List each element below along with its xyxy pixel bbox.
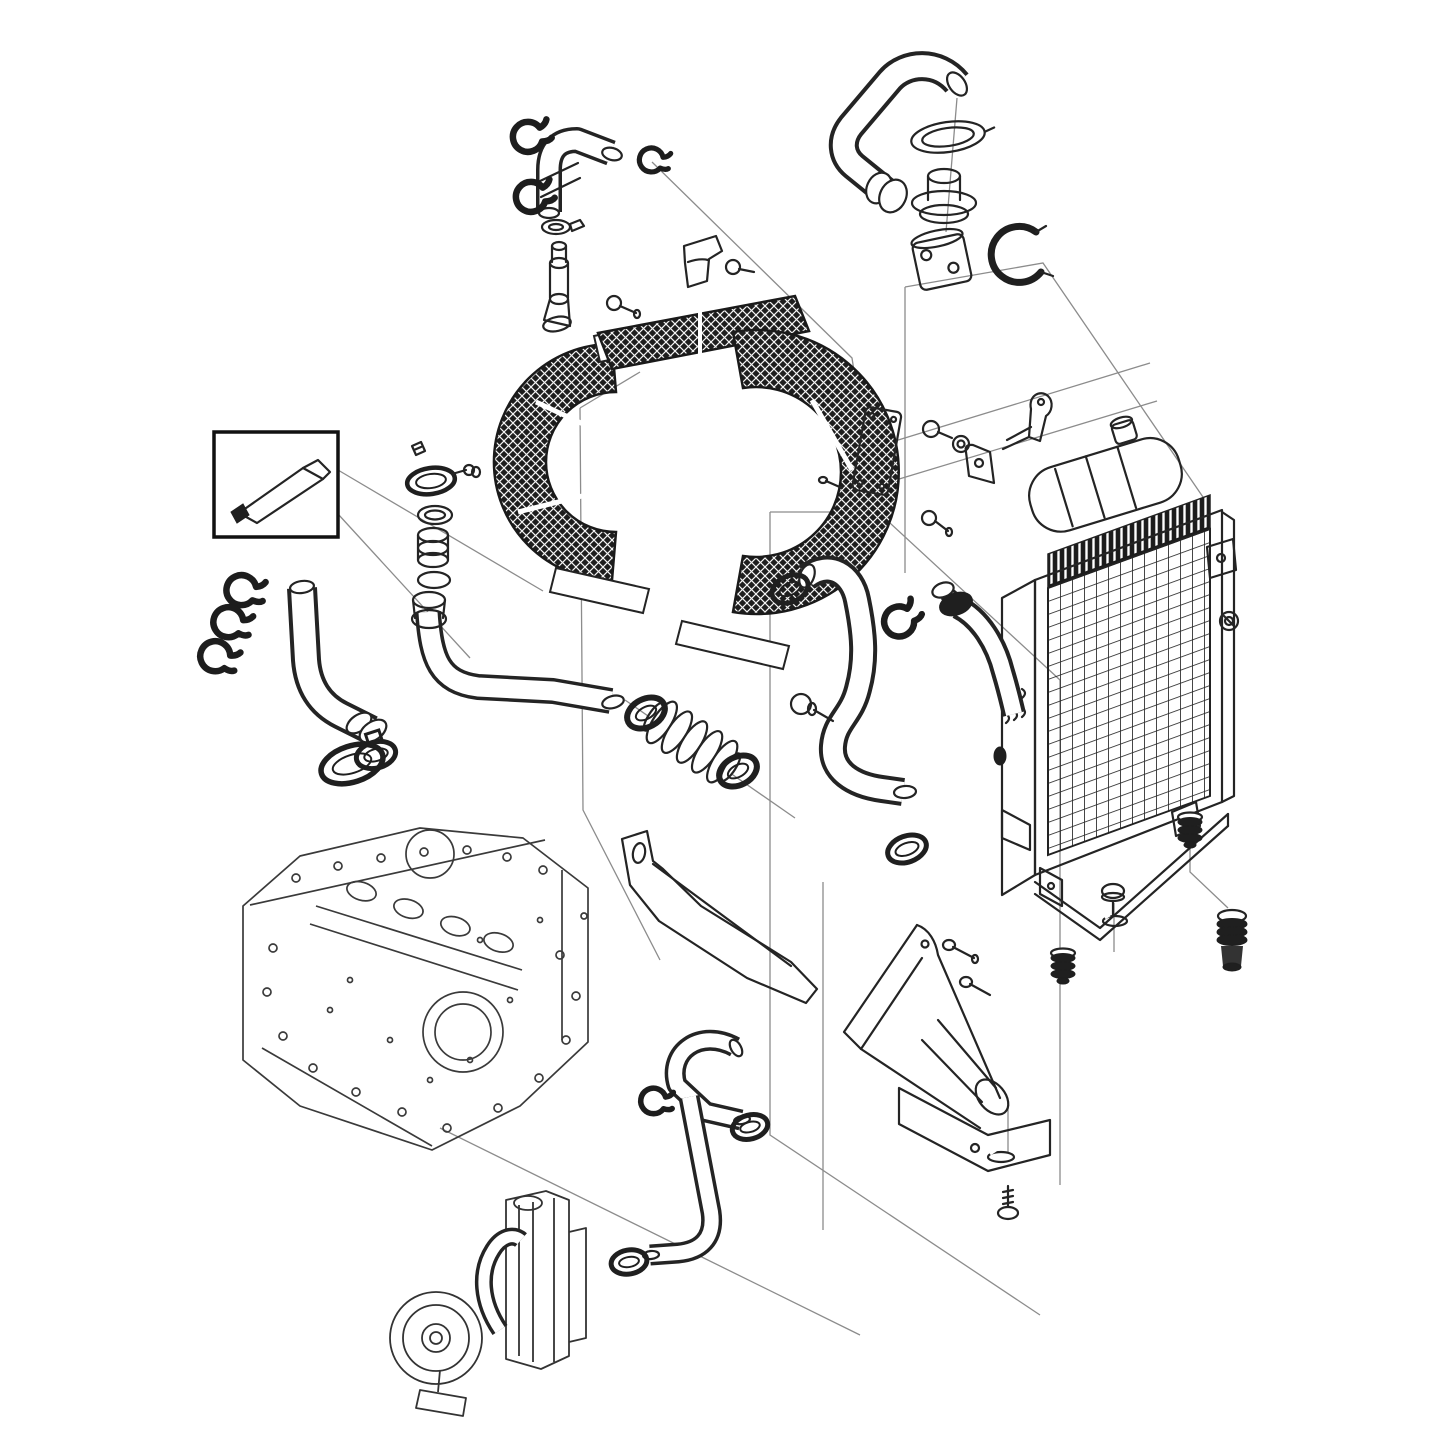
- clip-32: [509, 116, 555, 156]
- clip-26-bottom: [637, 1085, 677, 1117]
- bolt-10: [941, 938, 980, 965]
- bracket-14: [1001, 392, 1053, 451]
- funnel-19: [682, 234, 724, 289]
- bolt-18: [921, 419, 954, 440]
- clip-26-center: [880, 595, 926, 640]
- bolt-11: [958, 975, 992, 997]
- thermostat-group: [910, 120, 1055, 291]
- mount-23-b: [1049, 947, 1077, 985]
- fan-shroud-left: [492, 324, 651, 615]
- mount-22: [1216, 908, 1248, 972]
- clamp-27-a: [769, 572, 811, 606]
- bolt-49-b: [724, 258, 756, 276]
- washer-20-b: [986, 1148, 1016, 1164]
- bolt-9: [789, 692, 835, 723]
- pin-17: [817, 475, 844, 490]
- bolt-6: [996, 1184, 1020, 1221]
- clamp-ring-47: [910, 120, 996, 154]
- thermostat: [910, 167, 978, 225]
- bolt-16: [920, 509, 954, 538]
- sleeve-42: [416, 526, 450, 569]
- sealant-box-44: [212, 430, 340, 539]
- washer-20-a: [1101, 913, 1129, 928]
- mount-23-a: [1176, 811, 1204, 849]
- engine-block-illustration: [242, 827, 589, 1151]
- reservoir-tank: [1028, 415, 1183, 533]
- o-ring-43-a: [416, 504, 454, 526]
- hoses: [287, 51, 1026, 1266]
- clip-26-left-2: [210, 603, 257, 641]
- bracket-13: [842, 923, 1052, 1173]
- radiator-plug-21: [1218, 610, 1240, 632]
- screw-38: [450, 463, 482, 479]
- ring-clamps: [318, 465, 929, 1277]
- fan-shroud-right: [596, 294, 900, 671]
- hose-36-connector: [410, 590, 448, 630]
- small-parts: [212, 218, 1248, 1221]
- plate-15: [851, 406, 903, 496]
- clamp-37-b: [716, 752, 760, 790]
- clip-26-left-1: [223, 571, 269, 609]
- clamp-27-c: [885, 832, 929, 866]
- o-ring-43-b: [416, 570, 452, 590]
- radiator-core-mesh: [1047, 527, 1211, 857]
- seal-stack: [410, 504, 454, 630]
- clamp-25: [318, 728, 386, 787]
- bellows-hose-41: [642, 700, 742, 784]
- plug-8: [1100, 882, 1126, 917]
- clamp-27-b: [353, 738, 399, 772]
- radiator-assembly: [993, 494, 1240, 942]
- radiator-lower-bracket: [1000, 808, 1032, 852]
- spring-clips: [197, 116, 926, 1117]
- bracket-12: [620, 829, 819, 1005]
- clamp-39: [404, 465, 458, 497]
- water-pump-illustration: [389, 1190, 587, 1417]
- clip-26-left-3: [197, 637, 244, 675]
- bolt-49-a: [605, 294, 642, 320]
- clamp-46: [987, 222, 1045, 286]
- clamp-34: [608, 1247, 650, 1277]
- shroud-top-section: [596, 294, 811, 371]
- bracket-7-mount: [964, 443, 996, 485]
- clamp-37-a: [624, 694, 668, 732]
- water-outlet-housing: [910, 227, 973, 291]
- clamp-35: [729, 1112, 771, 1142]
- clip-31-a: [636, 145, 674, 175]
- radiator-side-tank: [1000, 578, 1037, 897]
- overflow-tube: [542, 240, 572, 333]
- clip-26-a: [512, 176, 558, 216]
- fitting-31-b: [540, 218, 586, 236]
- clip-40: [410, 440, 427, 457]
